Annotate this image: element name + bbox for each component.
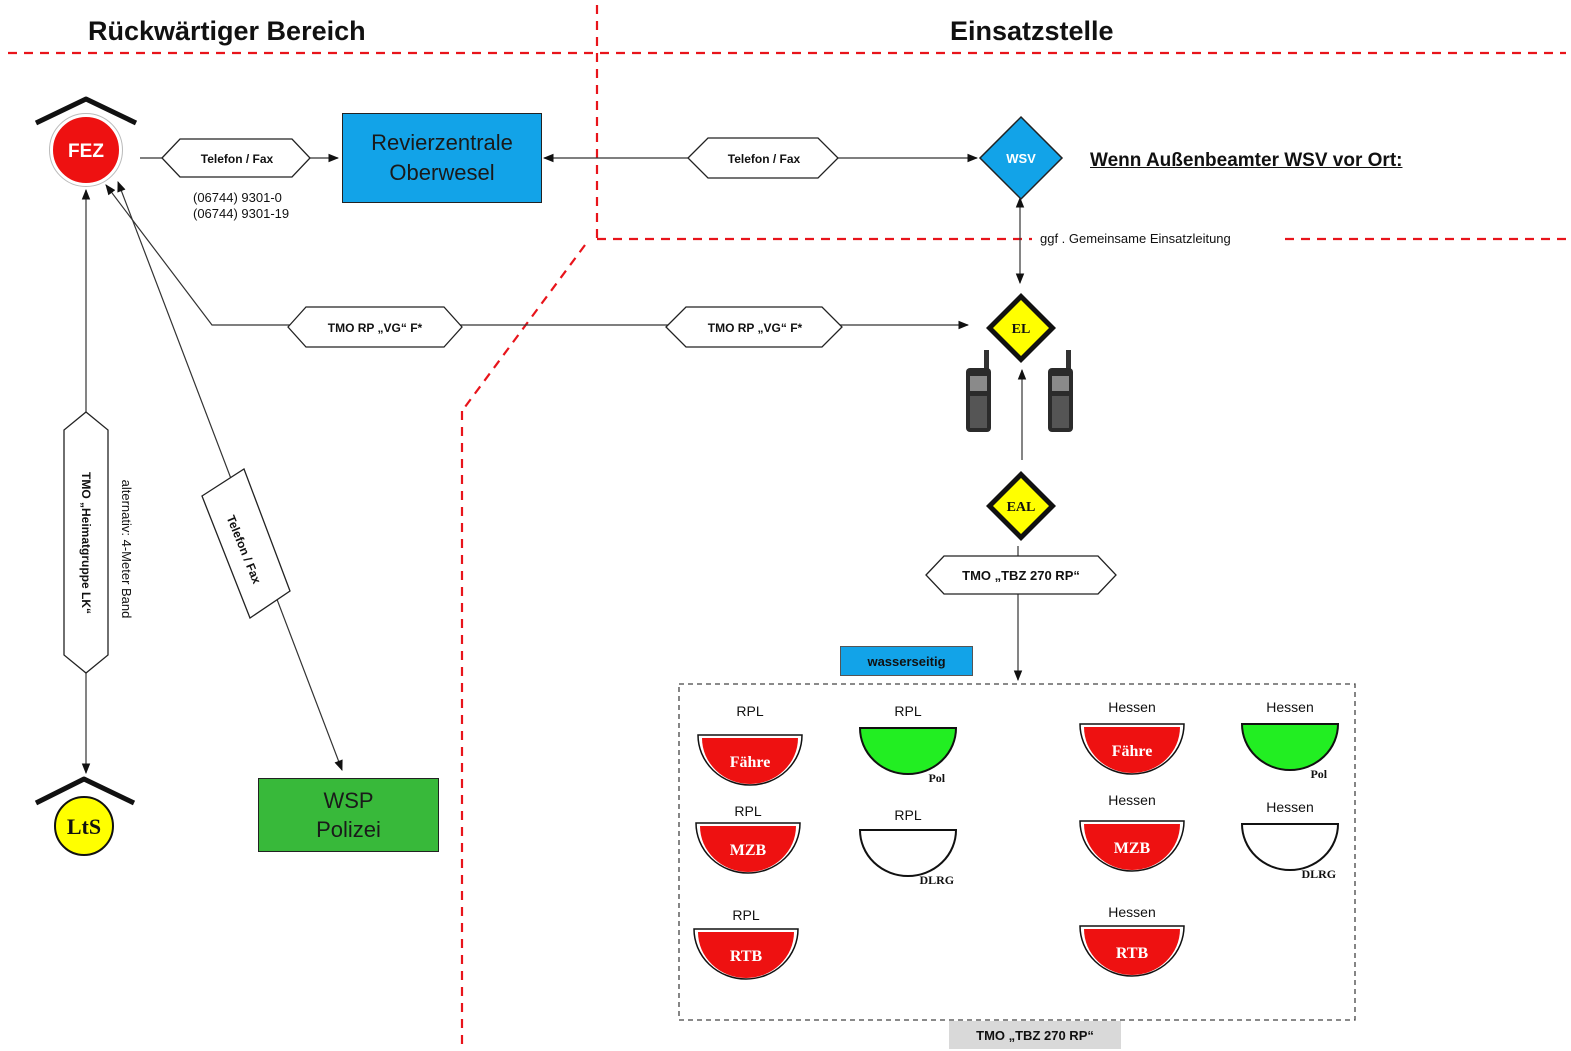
lts-node: LtS — [34, 776, 136, 856]
hex-telefon-fax-1 — [161, 138, 311, 178]
water-unit: RPL MZB — [695, 803, 801, 874]
unit-hull — [1084, 929, 1180, 975]
water-group-frame — [678, 683, 1356, 1021]
wsv-node: WSV — [978, 115, 1064, 201]
unit-label: Fähre — [1112, 743, 1153, 760]
wsp-polizei-box: WSP Polizei — [258, 778, 439, 852]
arrow-fez-wsp — [117, 180, 343, 772]
water-unit: RPL Pol — [858, 703, 958, 785]
link-tmo-vg-2: TMO RP „VG“ F* — [708, 321, 803, 335]
unit-region-label: RPL — [734, 803, 761, 819]
wsv-label: WSV — [1006, 151, 1036, 166]
fez-ring — [49, 113, 123, 187]
unit-label: DLRG — [1301, 867, 1336, 881]
water-unit: RPL DLRG — [858, 807, 958, 887]
gemeinsame-label-bg — [1032, 228, 1282, 248]
hex-heimat — [63, 411, 109, 674]
link-telefon-fax-1: Telefon / Fax — [201, 152, 274, 166]
radio-right-icon — [1048, 350, 1073, 432]
water-units: RPLFähreRPLPolHessenFähreHessenPolRPLMZB… — [693, 699, 1340, 980]
unit-region-label: RPL — [894, 703, 921, 719]
unit-label: RTB — [730, 948, 763, 965]
fez-circle — [51, 115, 121, 185]
hex-tbz — [925, 555, 1117, 595]
wsp-line-1: WSP — [323, 788, 374, 813]
unit-region-label: Hessen — [1108, 699, 1155, 715]
wsv-note: Wenn Außenbeamter WSV vor Ort: — [1090, 150, 1403, 171]
unit-hull — [1084, 727, 1180, 773]
unit-hull — [1084, 824, 1180, 870]
hex-tmo-vg-1 — [287, 306, 463, 348]
connectors — [81, 153, 1027, 775]
link-tbz: TMO „TBZ 270 RP“ — [962, 568, 1080, 583]
unit-label: DLRG — [919, 873, 954, 887]
unit-region-label: RPL — [894, 807, 921, 823]
revier-line-2: Oberwesel — [389, 160, 495, 185]
unit-region-label: Hessen — [1266, 699, 1313, 715]
link-alternativ: alternativ: 4-Meter Band — [119, 480, 134, 619]
fez-label: FEZ — [68, 141, 104, 162]
hex-telefon-fax-3 — [201, 468, 291, 619]
phone-number-1: (06744) 9301-0 — [193, 190, 282, 205]
wasserseitig-tag: wasserseitig — [840, 646, 973, 676]
water-unit: RPL Fähre — [697, 703, 803, 786]
incident-site-heading: Einsatzstelle — [950, 16, 1114, 46]
eal-node: EAL — [986, 471, 1056, 541]
unit-label: Fähre — [730, 754, 771, 771]
hex-tmo-vg-2 — [665, 306, 843, 348]
unit-hull — [1240, 823, 1340, 871]
unit-label: Pol — [928, 771, 945, 785]
unit-region-label: Hessen — [1108, 904, 1155, 920]
wsp-line-2: Polizei — [316, 817, 381, 842]
unit-label: MZB — [1114, 840, 1151, 857]
radio-left-icon — [966, 350, 991, 432]
unit-region-label: Hessen — [1266, 799, 1313, 815]
link-gemeinsame: ggf . Gemeinsame Einsatzleitung — [1040, 231, 1231, 246]
wsv-diamond — [978, 115, 1064, 201]
site-boundary-diagonal — [461, 244, 586, 412]
revierzentrale-box: Revierzentrale Oberwesel — [342, 113, 542, 203]
rear-area-heading: Rückwärtiger Bereich — [88, 16, 366, 46]
eal-diamond — [993, 478, 1049, 534]
hex-telefon-fax-2 — [687, 137, 839, 179]
unit-region-label: Hessen — [1108, 792, 1155, 808]
lts-roof — [34, 776, 136, 806]
unit-region-label: RPL — [732, 907, 759, 923]
link-telefon-fax-2: Telefon / Fax — [728, 152, 801, 166]
unit-hull — [858, 727, 958, 775]
el-node: EL — [986, 293, 1056, 363]
unit-hull — [702, 738, 798, 784]
fez-roof — [34, 96, 138, 126]
link-hexagons — [63, 137, 1117, 674]
unit-label: MZB — [730, 842, 767, 859]
el-diamond — [993, 300, 1049, 356]
el-label: EL — [1012, 322, 1031, 337]
fez-node: FEZ — [34, 96, 138, 187]
unit-region-label: RPL — [736, 703, 763, 719]
link-tmo-vg-1: TMO RP „VG“ F* — [328, 321, 423, 335]
unit-hull — [700, 826, 796, 872]
unit-hull — [698, 932, 794, 978]
phone-numbers: (06744) 9301-0 (06744) 9301-19 — [193, 190, 289, 222]
unit-label: Pol — [1310, 767, 1327, 781]
link-heimat: TMO „Heimatgruppe LK“ — [79, 472, 93, 614]
unit-label: RTB — [1116, 945, 1149, 962]
unit-hull — [1240, 723, 1340, 771]
lts-label: LtS — [67, 814, 101, 839]
water-unit: RPL RTB — [693, 907, 799, 980]
tbz-footer-tag: TMO „TBZ 270 RP“ — [949, 1021, 1121, 1049]
phone-number-2: (06744) 9301-19 — [193, 206, 290, 221]
lts-circle — [54, 796, 114, 856]
eal-label: EAL — [1007, 500, 1036, 515]
unit-hull — [858, 829, 958, 877]
revier-line-1: Revierzentrale — [371, 130, 513, 155]
